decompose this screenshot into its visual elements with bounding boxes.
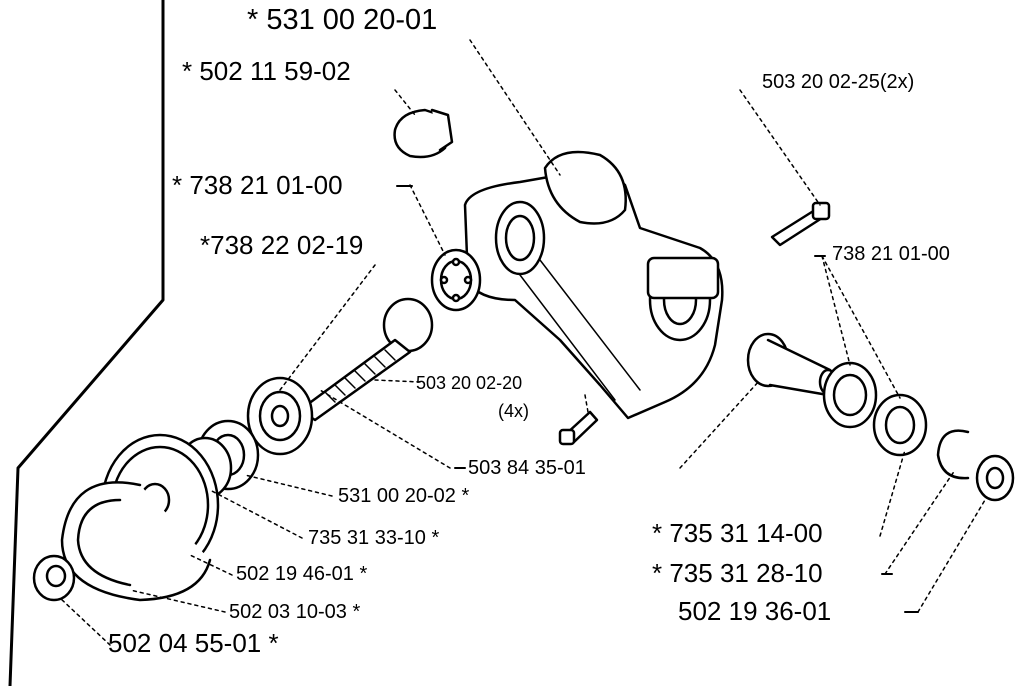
label-735-31-28-10: * 735 31 28-10 xyxy=(652,558,823,588)
label-502-11-59-02: * 502 11 59-02 xyxy=(182,56,351,86)
label-531-00-20-02: 531 00 20-02 * xyxy=(338,485,470,507)
leader-lines xyxy=(59,39,986,646)
circlip xyxy=(936,429,970,480)
label-ticks xyxy=(396,185,919,613)
right-bearing-2 xyxy=(872,393,928,457)
right-bearing-1 xyxy=(822,361,878,429)
frame-boundary-lines xyxy=(8,0,165,686)
label-503-20-02-25: 503 20 02-25(2x) xyxy=(762,71,915,93)
threaded-shaft xyxy=(298,297,434,422)
label-502-19-46-01: 502 19 46-01 * xyxy=(236,563,368,585)
label-735-31-14-00: * 735 31 14-00 xyxy=(652,518,823,548)
bolt-lower xyxy=(558,410,599,446)
label-735-31-33-10: 735 31 33-10 * xyxy=(308,527,440,549)
label-738-22-02-19: *738 22 02-19 xyxy=(200,230,364,260)
label-503-20-02-20: 503 20 02-20 xyxy=(416,373,523,393)
gear-housing xyxy=(463,150,724,420)
label-503-20-02-20-qty: (4x) xyxy=(498,401,529,421)
label-503-84-35-01: 503 84 35-01 xyxy=(468,457,586,479)
plug-part xyxy=(393,108,454,159)
label-502-03-10-03: 502 03 10-03 * xyxy=(229,601,361,623)
bolt-upper xyxy=(770,201,831,247)
label-738-21-01-00-right: 738 21 01-00 xyxy=(832,243,950,265)
label-531-00-20-01: * 531 00 20-01 xyxy=(247,4,438,36)
cover-disc xyxy=(60,481,212,602)
label-738-21-01-00-left: * 738 21 01-00 xyxy=(172,170,343,200)
bearing-lower xyxy=(246,376,314,456)
label-502-04-55-01: 502 04 55-01 * xyxy=(108,628,279,658)
end-nut xyxy=(975,454,1015,502)
label-502-19-36-01: 502 19 36-01 xyxy=(678,596,832,626)
bearing-upper xyxy=(430,248,482,312)
nut-part xyxy=(32,554,76,602)
pinion-gear xyxy=(746,332,838,397)
